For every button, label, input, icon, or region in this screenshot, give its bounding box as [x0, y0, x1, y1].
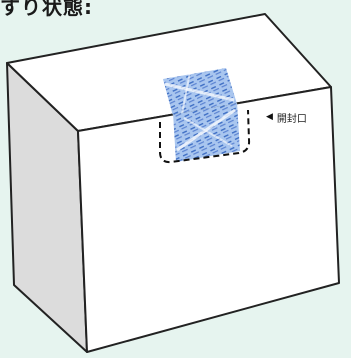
opening-label: 開封口 [277, 110, 307, 125]
opening-callout: ◀ 開封口 [266, 110, 307, 125]
left-triangle-icon: ◀ [266, 113, 273, 122]
